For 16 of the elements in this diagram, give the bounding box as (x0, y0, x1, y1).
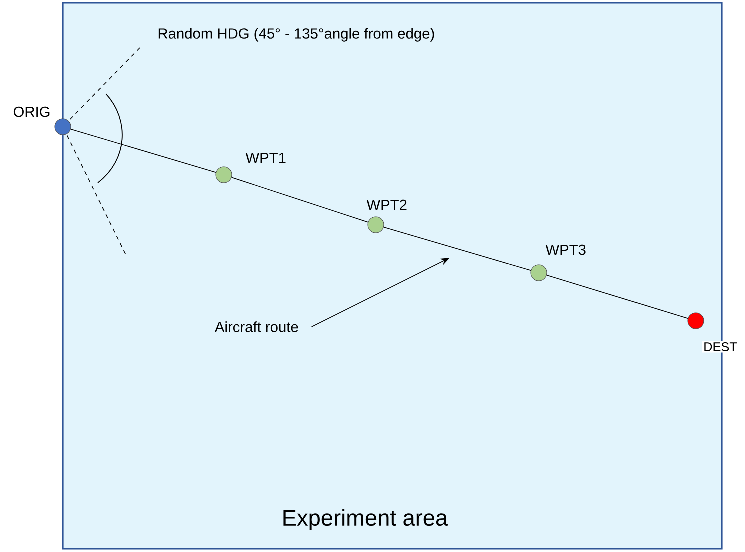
waypoint-circle (530, 264, 548, 282)
waypoint-label: WPT2 (366, 200, 407, 210)
waypoint-label: WPT3 (546, 244, 586, 256)
route-line (546, 275, 688, 319)
waypoint-circle (54, 118, 72, 136)
waypoint-circle (688, 312, 704, 330)
waypoint-label: ORIG (14, 106, 50, 118)
callout-text: Aircraft route (214, 322, 298, 332)
waypoint-label: DEST (702, 341, 739, 353)
waypoint-label: WPT1 (246, 152, 286, 164)
route-line (384, 226, 532, 272)
waypoint-circle (368, 216, 384, 234)
route-line (70, 128, 216, 174)
waypoint-circle (216, 166, 232, 184)
route-line (231, 177, 369, 223)
note-text: Random HDG (45° - 135°angle from edge) (158, 28, 434, 42)
